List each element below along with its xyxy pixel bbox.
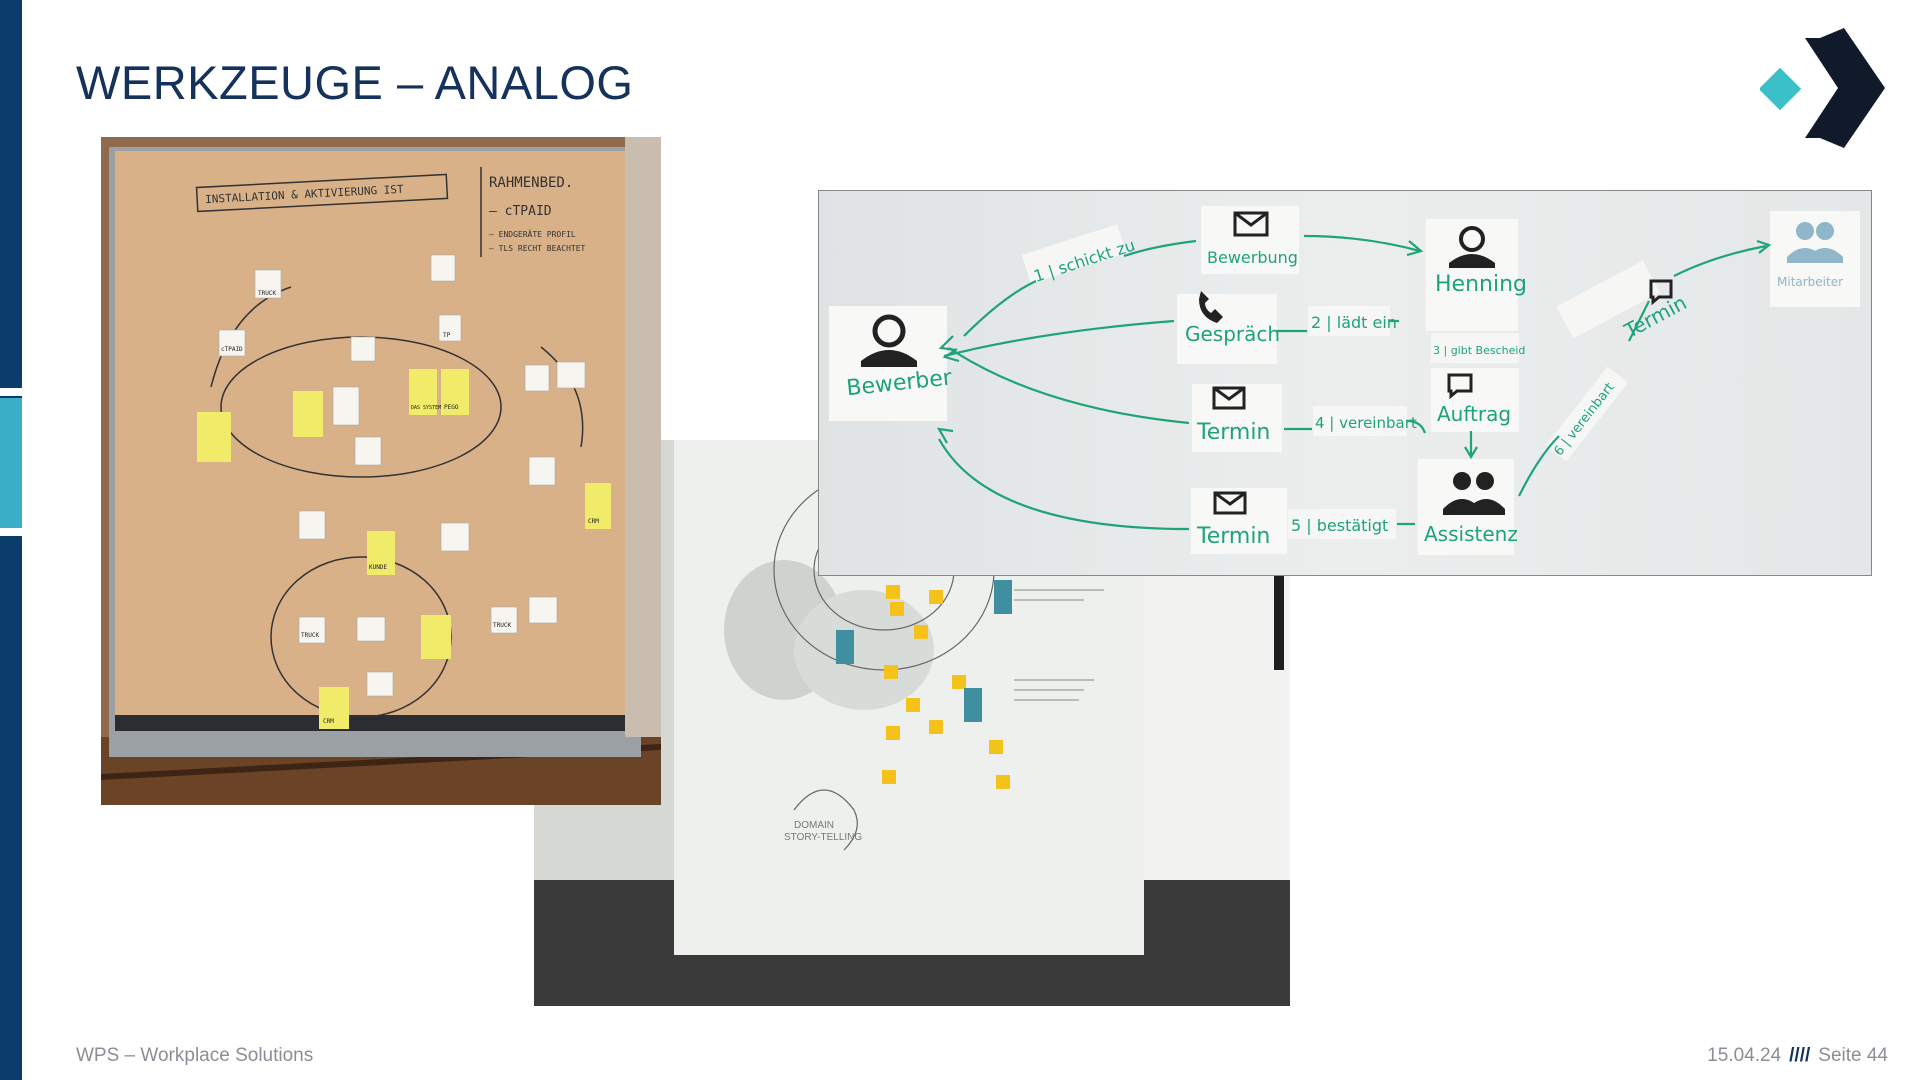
work-object-gespraech: Gespräch bbox=[1185, 322, 1280, 346]
brown-card-2: cTPAID bbox=[221, 346, 243, 353]
footer-page-info: 15.04.24 //// Seite 44 bbox=[1707, 1045, 1888, 1067]
brown-card-1: TRUCK bbox=[258, 290, 276, 297]
brown-card-5: PEGO bbox=[444, 404, 459, 411]
brown-card-6: KUNDE bbox=[369, 564, 387, 571]
work-object-termin-2: Termin bbox=[1196, 524, 1270, 549]
sidebar-stripe bbox=[0, 0, 22, 1080]
actor-mitarbeiter: Mitarbeiter bbox=[1777, 275, 1843, 289]
brown-card-4: DAS SYSTEM bbox=[411, 405, 441, 411]
step-3-label: 3 | gibt Bescheid bbox=[1433, 344, 1525, 357]
sidebar-gap bbox=[0, 388, 22, 396]
sidebar-accent bbox=[0, 398, 22, 528]
footer-date: 15.04.24 bbox=[1707, 1045, 1782, 1066]
step-2-label: 2 | lädt ein bbox=[1311, 313, 1397, 332]
work-object-bewerbung: Bewerbung bbox=[1207, 248, 1298, 267]
brown-board-side-note-4: – TLS RECHT BEACHTET bbox=[489, 244, 586, 253]
sidebar-gap bbox=[0, 528, 22, 536]
brown-board-side-note-3: – ENDGERÄTE PROFIL bbox=[489, 229, 576, 239]
photo-whiteboard-domain-story: Bewerber Henning Assistenz Mitarbeiter B… bbox=[818, 190, 1872, 576]
brown-board-side-note-1: RAHMENBED. bbox=[489, 175, 573, 191]
brown-card-9: CRM bbox=[323, 718, 334, 725]
brown-card-8: TRUCK bbox=[301, 632, 319, 639]
work-object-auftrag: Auftrag bbox=[1437, 402, 1511, 426]
step-5-label: 5 | bestätigt bbox=[1291, 516, 1388, 535]
footer-separator: //// bbox=[1789, 1045, 1811, 1066]
sticky-board-caption-1: DOMAIN bbox=[794, 820, 834, 831]
brown-card-7: CRM bbox=[588, 518, 599, 525]
work-object-termin-1: Termin bbox=[1196, 420, 1270, 445]
sticky-board-caption-2: STORY-TELLING bbox=[784, 832, 862, 843]
slide-title: WERKZEUGE – ANALOG bbox=[76, 56, 634, 109]
actor-assistenz: Assistenz bbox=[1424, 522, 1518, 546]
photo-brown-paper-board: INSTALLATION & AKTIVIERUNG IST RAHMENBED… bbox=[101, 137, 661, 805]
wps-logo-icon bbox=[1758, 28, 1885, 148]
brown-card-3: TP bbox=[443, 332, 451, 339]
brown-card-10: TRUCK bbox=[493, 622, 511, 629]
footer-company: WPS – Workplace Solutions bbox=[76, 1045, 314, 1066]
footer-page-number: Seite 44 bbox=[1818, 1045, 1888, 1066]
step-4-label: 4 | vereinbart bbox=[1315, 414, 1417, 432]
brown-board-side-note-2: – cTPAID bbox=[489, 204, 552, 219]
actor-henning: Henning bbox=[1435, 272, 1527, 297]
